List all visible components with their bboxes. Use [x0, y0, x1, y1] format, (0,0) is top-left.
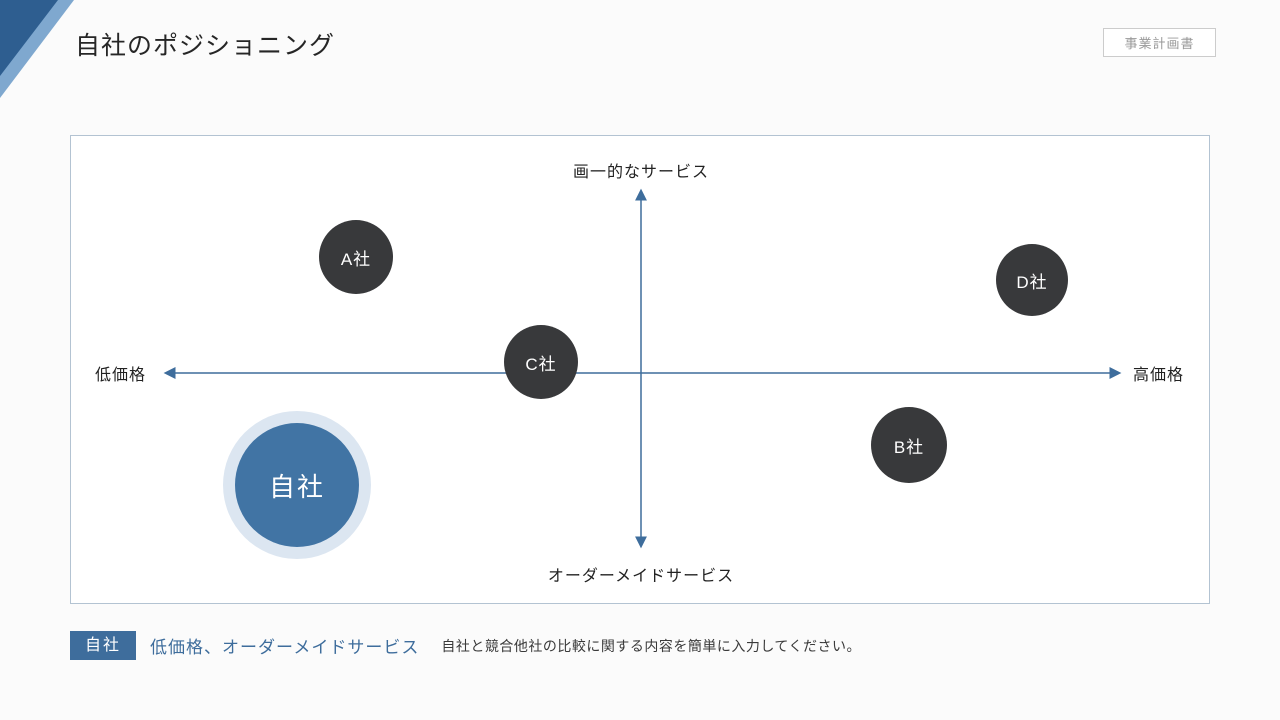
legend-self-badge: 自社: [70, 631, 137, 660]
competitor-circle-label: A社: [340, 249, 372, 269]
axis-label-right: 高価格: [1133, 367, 1185, 384]
self-circle: 自社: [235, 423, 359, 547]
axis-label-bottom: オーダーメイドサービス: [547, 568, 735, 585]
competitor-circle-label: B社: [893, 437, 925, 457]
competitor-circle-label: D社: [1016, 272, 1048, 292]
page-title: 自社のポジショニング: [75, 32, 336, 60]
self-circle-label: 自社: [268, 471, 325, 502]
axis-label-top: 画一的なサービス: [572, 164, 710, 181]
axes: [163, 188, 1122, 549]
corner-triangle-dark-icon: [0, 0, 58, 76]
competitor-circle: D社: [996, 244, 1068, 316]
competitor-circle: C社: [504, 325, 578, 399]
competitor-circle: A社: [319, 220, 393, 294]
positioning-chart: 画一的なサービス オーダーメイドサービス 低価格 高価格 A社 C社 D社 B社自社: [70, 135, 1210, 604]
legend: 自社 低価格、オーダーメイドサービス 自社と競合他社の比較に関する内容を簡単に入…: [70, 630, 861, 661]
legend-highlight: 低価格、オーダーメイドサービス: [150, 638, 420, 657]
corner-decoration: [0, 0, 84, 104]
legend-note: 自社と競合他社の比較に関する内容を簡単に入力してください。: [441, 637, 862, 654]
axis-label-left: 低価格: [95, 367, 147, 384]
competitor-circle-label: C社: [525, 354, 557, 374]
doc-type-badge: 事業計画書: [1103, 28, 1216, 57]
competitor-circle: B社: [871, 407, 947, 483]
